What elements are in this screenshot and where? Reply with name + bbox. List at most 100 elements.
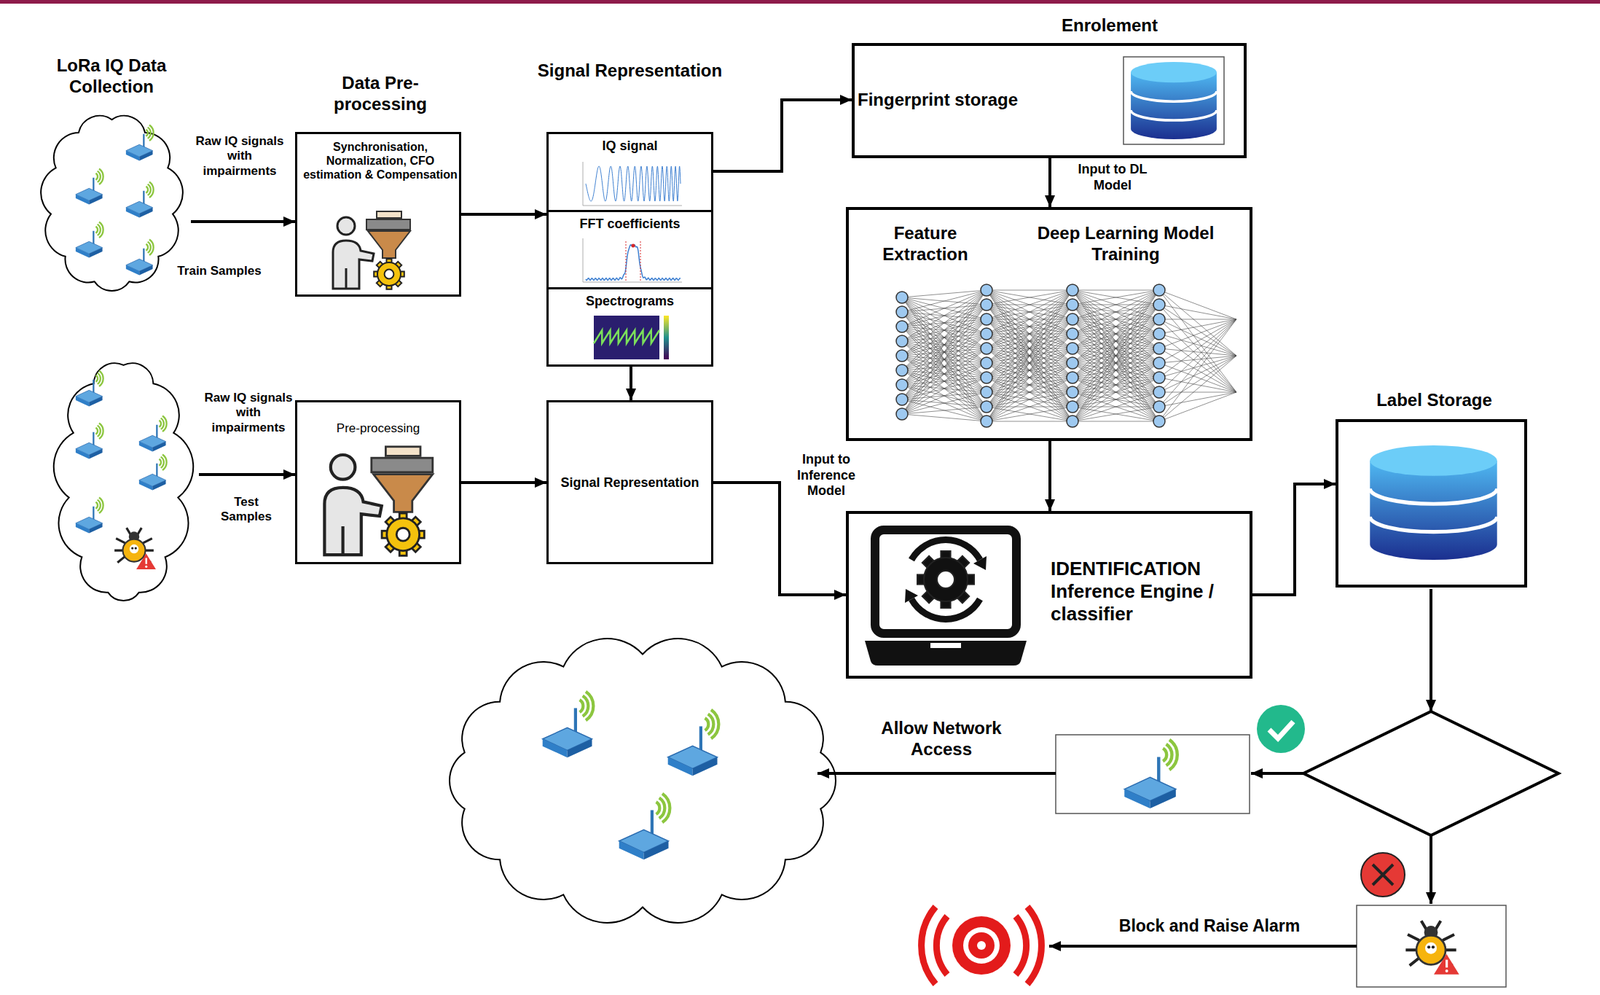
database-icon xyxy=(1123,56,1225,145)
device-icon xyxy=(126,125,154,162)
connector-arrow xyxy=(713,482,846,595)
decision-flow xyxy=(449,588,1559,987)
device-icon xyxy=(139,416,167,452)
neural-network xyxy=(902,326,987,422)
neural-network xyxy=(1153,284,1166,296)
neural-network xyxy=(902,377,987,414)
alarm-icon xyxy=(921,906,1042,984)
neural-network xyxy=(986,362,1073,422)
neural-network xyxy=(1072,289,1160,378)
fft-plot xyxy=(582,238,682,282)
neural-network xyxy=(1072,289,1160,422)
text-slot: Test Samples xyxy=(209,494,283,525)
device-icon xyxy=(75,497,104,534)
neural-network xyxy=(1066,327,1079,340)
inference-icon xyxy=(864,523,1027,667)
gear-icon xyxy=(377,262,401,286)
edge-label: Input to Inference Model xyxy=(785,451,868,500)
neural-network xyxy=(1153,313,1166,325)
connector-arrow xyxy=(629,366,633,400)
text-slot: IDENTIFICATION Inference Engine / classi… xyxy=(1050,557,1237,626)
text-slot: Fingerprint storage xyxy=(857,89,1098,111)
device-icon xyxy=(75,169,104,205)
flow-line xyxy=(817,771,1056,775)
preprocessing-icon xyxy=(371,457,433,473)
neural-network xyxy=(986,304,1073,422)
neural-network xyxy=(1159,319,1237,349)
neural-network xyxy=(986,362,1073,422)
neural-network xyxy=(896,408,908,420)
neural-network xyxy=(1072,362,1160,422)
flow-label: Allow Network Access xyxy=(861,717,1022,760)
flow-label-slot: Block and Raise Alarm xyxy=(1085,915,1334,937)
neural-network xyxy=(1066,313,1079,325)
neural-network xyxy=(1159,289,1237,320)
neural-network xyxy=(1153,371,1166,384)
neural-network xyxy=(986,319,1073,422)
preprocessing-icon xyxy=(332,211,411,290)
neural-network xyxy=(902,399,987,422)
neural-network xyxy=(1159,319,1237,422)
neural-network xyxy=(986,406,1073,422)
neural-network xyxy=(1072,289,1160,392)
node-label: Feature Extraction xyxy=(863,222,988,266)
neural-network xyxy=(1072,289,1160,305)
neural-network xyxy=(980,386,993,398)
flow-line xyxy=(1429,588,1433,712)
connector-arrow xyxy=(713,99,852,172)
process-box: Pre-processing xyxy=(295,400,462,564)
neural-network xyxy=(902,362,987,414)
neural-network xyxy=(1159,355,1237,363)
database-icon xyxy=(1369,445,1497,560)
representation-box: IQ signal xyxy=(546,131,714,213)
neural-network xyxy=(1072,333,1160,422)
neural-network xyxy=(902,348,987,414)
fft-plot xyxy=(585,244,681,281)
neural-network xyxy=(986,348,1073,422)
neural-network xyxy=(1072,377,1160,422)
neural-network xyxy=(902,311,987,422)
neural-network xyxy=(896,393,908,406)
attacker-icon xyxy=(1405,920,1459,974)
gear-icon xyxy=(923,557,968,602)
text-slot: Synchronisation, Normalization, CFO esti… xyxy=(301,139,460,183)
neural-network xyxy=(1159,319,1237,320)
top-bar xyxy=(0,0,1600,4)
neural-network xyxy=(986,304,1073,422)
neural-network xyxy=(1153,415,1166,427)
reject-mark xyxy=(1372,864,1394,885)
neural-network xyxy=(902,289,987,414)
preprocessing-icon xyxy=(366,219,411,230)
preprocessing-icon xyxy=(318,444,441,557)
neural-network xyxy=(1072,289,1160,378)
model-box: Feature ExtractionDeep Learning Model Tr… xyxy=(845,206,1253,441)
neural-network xyxy=(986,377,1073,422)
node-label: Signal Representation xyxy=(535,60,725,82)
neural-network xyxy=(986,289,1073,407)
neural-network xyxy=(980,371,993,384)
neural-network xyxy=(986,289,1073,378)
neural-network xyxy=(980,313,993,325)
check-mark xyxy=(1269,721,1294,739)
spectrogram-plot xyxy=(593,314,674,363)
preprocessing-icon xyxy=(332,240,374,289)
preprocessing-icon xyxy=(337,217,355,235)
test-cloud: Test Samples xyxy=(48,344,199,618)
neural-network xyxy=(986,319,1073,422)
node-label: Spectrograms xyxy=(548,293,712,310)
neural-network xyxy=(986,289,1073,392)
neural-network xyxy=(1159,319,1237,356)
neural-network xyxy=(1159,319,1237,334)
cloud-outline xyxy=(53,362,194,601)
decision-diamond xyxy=(1303,711,1559,835)
neural-network xyxy=(1072,319,1160,422)
neural-network xyxy=(1072,289,1160,422)
text-slot: Signal Representation xyxy=(535,60,725,82)
neural-network xyxy=(1072,289,1160,363)
flow-line xyxy=(1049,944,1357,948)
neural-network xyxy=(986,377,1073,422)
iq-plot xyxy=(581,160,684,207)
text-slot: Feature Extraction xyxy=(863,222,988,266)
spectrogram-plot xyxy=(593,330,660,344)
database-box: Label Storage xyxy=(1335,418,1528,588)
